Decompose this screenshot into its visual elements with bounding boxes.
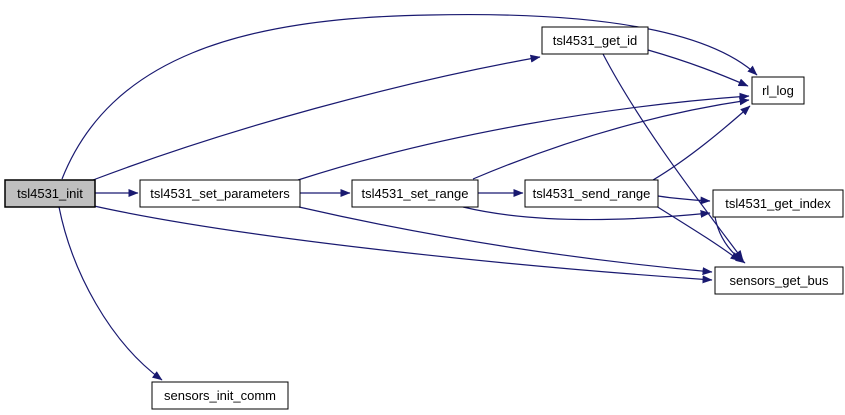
node-label-rl_log: rl_log (762, 83, 794, 98)
edges-layer (58, 13, 758, 381)
node-tsl4531_set_parameters[interactable]: tsl4531_set_parameters (139, 179, 301, 208)
node-box-tsl4531_init (4, 179, 96, 208)
node-tsl4531_get_index[interactable]: tsl4531_get_index (712, 189, 844, 218)
node-tsl4531_get_id[interactable]: tsl4531_get_id (541, 26, 649, 55)
edge-tsl4531_send_range-to-rl_log (652, 105, 751, 181)
node-label-tsl4531_set_parameters: tsl4531_set_parameters (150, 186, 290, 201)
node-tsl4531_set_range[interactable]: tsl4531_set_range (351, 179, 479, 208)
node-label-tsl4531_get_index: tsl4531_get_index (725, 196, 831, 211)
edge-tsl4531_init-to-sensors_get_bus (93, 205, 713, 284)
edge-tsl4531_get_index-to-sensors_get_bus (714, 216, 746, 264)
edge-tsl4531_init-to-tsl4531_get_id (92, 54, 541, 181)
node-box-tsl4531_get_index[interactable] (712, 189, 844, 218)
edge-tsl4531_set_parameters-to-sensors_get_bus (298, 206, 713, 276)
node-box-sensors_get_bus[interactable] (714, 266, 844, 295)
node-label-tsl4531_set_range: tsl4531_set_range (362, 186, 469, 201)
edge-tsl4531_init-to-rl_log (61, 13, 758, 180)
edge-tsl4531_set_parameters-to-rl_log (297, 92, 750, 181)
node-box-rl_log[interactable] (751, 76, 805, 105)
node-box-tsl4531_set_parameters[interactable] (139, 179, 301, 208)
node-label-tsl4531_init: tsl4531_init (17, 186, 83, 201)
node-box-sensors_init_comm[interactable] (151, 381, 289, 410)
edge-tsl4531_get_id-to-sensors_get_bus (602, 53, 744, 261)
node-label-sensors_get_bus: sensors_get_bus (729, 273, 829, 288)
edge-tsl4531_init-to-sensors_init_comm (58, 206, 163, 381)
node-tsl4531_init: tsl4531_init (4, 179, 96, 208)
node-label-sensors_init_comm: sensors_init_comm (164, 388, 276, 403)
edge-tsl4531_set_range-to-tsl4531_get_index (462, 206, 711, 221)
edge-tsl4531_send_range-to-sensors_get_bus (655, 205, 741, 262)
edge-tsl4531_get_id-to-rl_log (647, 49, 749, 87)
edge-tsl4531_set_range-to-rl_log (472, 97, 750, 180)
node-rl_log[interactable]: rl_log (751, 76, 805, 105)
node-box-tsl4531_get_id[interactable] (541, 26, 649, 55)
node-sensors_get_bus[interactable]: sensors_get_bus (714, 266, 844, 295)
node-sensors_init_comm[interactable]: sensors_init_comm (151, 381, 289, 410)
node-label-tsl4531_send_range: tsl4531_send_range (533, 186, 651, 201)
node-label-tsl4531_get_id: tsl4531_get_id (553, 33, 638, 48)
node-tsl4531_send_range[interactable]: tsl4531_send_range (524, 179, 659, 208)
edge-tsl4531_send_range-to-tsl4531_get_index (657, 195, 711, 205)
node-box-tsl4531_set_range[interactable] (351, 179, 479, 208)
node-box-tsl4531_send_range[interactable] (524, 179, 659, 208)
nodes-layer: tsl4531_init tsl4531_set_parameters tsl453… (4, 26, 844, 410)
